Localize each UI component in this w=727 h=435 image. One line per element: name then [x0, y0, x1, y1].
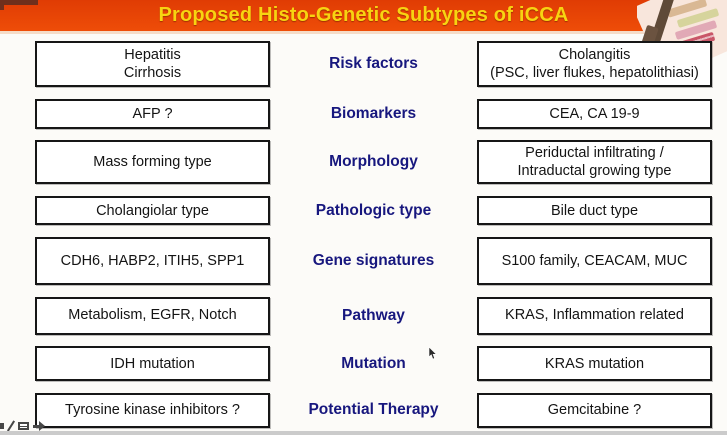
cursor-icon [428, 347, 437, 360]
row-morphology: Mass forming type Morphology Periductal … [35, 140, 712, 185]
right-box-mutation: KRAS mutation [477, 346, 712, 382]
left-box-potential-therapy: Tyrosine kinase inhibitors ? [35, 392, 270, 428]
bottom-gray-strip [0, 431, 727, 435]
left-box-pathway: Metabolism, EGFR, Notch [35, 296, 270, 335]
category-label-morphology: Morphology [329, 153, 418, 171]
right-box-pathway: KRAS, Inflammation related [477, 296, 712, 335]
right-box-pathologic-type: Bile duct type [477, 196, 712, 226]
arrow-icon[interactable] [33, 421, 45, 431]
left-box-risk-factors: Hepatitis Cirrhosis [35, 41, 270, 87]
comparison-diagram: Hepatitis Cirrhosis Risk factors Cholang… [35, 41, 712, 428]
category-label-gene-signatures: Gene signatures [312, 251, 435, 269]
slide-title-bar: Proposed Histo-Genetic Subtypes of iCCA [0, 0, 727, 34]
pen-icon[interactable] [6, 420, 16, 432]
row-potential-therapy: Tyrosine kinase inhibitors ? Potential T… [35, 392, 712, 428]
row-risk-factors: Hepatitis Cirrhosis Risk factors Cholang… [35, 41, 712, 87]
category-label-biomarkers: Biomarkers [330, 104, 417, 122]
note-icon[interactable] [18, 422, 29, 430]
left-box-gene-signatures: CDH6, HABP2, ITIH5, SPP1 [35, 236, 270, 285]
category-label-pathologic-type: Pathologic type [315, 201, 432, 219]
top-left-dark-strip [0, 0, 38, 5]
row-mutation: IDH mutation Mutation KRAS mutation [35, 346, 712, 382]
top-left-dark-edge [0, 0, 4, 10]
right-box-biomarkers: CEA, CA 19-9 [477, 98, 712, 129]
page-title: Proposed Histo-Genetic Subtypes of iCCA [158, 4, 569, 26]
category-label-pathway: Pathway [342, 306, 405, 324]
right-box-risk-factors: Cholangitis (PSC, liver flukes, hepatoli… [477, 41, 712, 87]
category-label-risk-factors: Risk factors [329, 55, 418, 72]
right-box-gene-signatures: S100 family, CEACAM, MUC [477, 236, 712, 285]
right-box-potential-therapy: Gemcitabine ? [477, 392, 712, 428]
row-pathologic-type: Cholangiolar type Pathologic type Bile d… [35, 196, 712, 226]
right-box-morphology: Periductal infiltrating / Intraductal gr… [477, 140, 712, 185]
left-box-morphology: Mass forming type [35, 140, 270, 185]
row-pathway: Metabolism, EGFR, Notch Pathway KRAS, In… [35, 296, 712, 335]
marker-icon[interactable] [0, 423, 4, 429]
left-box-mutation: IDH mutation [35, 346, 270, 382]
annotation-toolbar [0, 419, 45, 433]
row-gene-signatures: CDH6, HABP2, ITIH5, SPP1 Gene signatures… [35, 236, 712, 285]
category-label-mutation: Mutation [341, 354, 406, 372]
row-biomarkers: AFP ? Biomarkers CEA, CA 19-9 [35, 98, 712, 129]
left-box-pathologic-type: Cholangiolar type [35, 196, 270, 226]
category-label-potential-therapy: Potential Therapy [308, 401, 439, 419]
left-box-biomarkers: AFP ? [35, 98, 270, 129]
